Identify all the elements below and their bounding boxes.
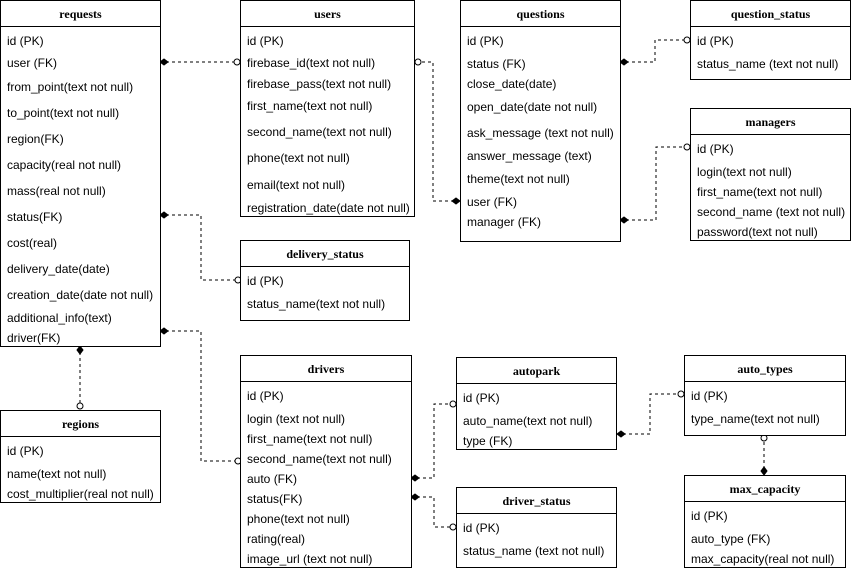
entity-field: id (PK) [247, 34, 284, 48]
entity-field: name(text not null) [7, 467, 107, 481]
entity-field: manager (FK) [467, 215, 542, 229]
entity-field: second_name (text not null) [697, 205, 846, 219]
entity-field: auto_name(text not null) [463, 414, 593, 428]
entity-field: phone(text not null) [247, 151, 350, 165]
entity-field: to_point(text not null) [7, 106, 120, 120]
relationship-drivers-auto [410, 400, 457, 482]
entity-field: additional_info(text) [7, 311, 112, 325]
entity-field: id (PK) [467, 34, 504, 48]
entity-regions: regions id (PK) name(text not null) cost_mu… [0, 410, 161, 503]
entity-field: auto_type (FK) [691, 532, 771, 546]
entity-field: user (FK) [7, 56, 58, 70]
entity-field: firebase_id(text not null) [247, 56, 376, 70]
entity-field: second_name(text not null) [247, 125, 392, 139]
entity-field: status (FK) [467, 57, 526, 71]
entity-field: rating(real) [247, 532, 306, 546]
entity-managers: managers id (PK) login(text not null) first… [690, 108, 851, 241]
entity-field: type (FK) [463, 434, 513, 448]
entity-autopark: autopark id (PK) auto_name(text not null) t… [456, 357, 617, 450]
entity-requests: requests id (PK) user (FK) from_point(text … [0, 0, 161, 347]
entity-title: regions [1, 411, 160, 437]
entity-field: status(FK) [7, 210, 63, 224]
entity-title: driver_status [457, 488, 616, 514]
entity-questions: questions id (PK) status (FK) close_date(da… [460, 0, 621, 242]
entity-field: id (PK) [7, 34, 44, 48]
entity-field: max_capacity(real not null) [691, 552, 835, 566]
entity-field: phone(text not null) [247, 512, 350, 526]
relationship-drivers-status [410, 493, 457, 531]
relationship-autopark-type [616, 390, 685, 438]
entity-field: id (PK) [697, 142, 734, 156]
entity-title: questions [461, 1, 620, 27]
entity-field: id (PK) [463, 521, 500, 535]
entity-title: drivers [241, 356, 411, 382]
entity-field: image_url (text not null) [247, 552, 373, 566]
entity-title: max_capacity [685, 476, 845, 502]
entity-title: auto_types [685, 356, 845, 382]
entity-field: email(text not null) [247, 178, 346, 192]
entity-field: region(FK) [7, 132, 64, 146]
entity-field: registration_date(date not null) [247, 201, 410, 215]
entity-field: auto (FK) [247, 472, 298, 486]
entity-field: login(text not null) [697, 165, 792, 179]
entity-field: id (PK) [247, 274, 284, 288]
relationship-questions-manager [619, 143, 691, 224]
entity-field: first_name(text not null) [697, 185, 823, 199]
relationship-questions-user [414, 58, 461, 205]
entity-field: id (PK) [691, 389, 728, 403]
entity-field: first_name(text not null) [247, 432, 373, 446]
entity-field: from_point(text not null) [7, 80, 134, 94]
relationship-requests-driver [159, 327, 242, 465]
entity-field: status_name (text not null) [697, 57, 839, 71]
relationship-questions-status [619, 36, 691, 66]
entity-field: status(FK) [247, 492, 303, 506]
entity-field: theme(text not null) [467, 172, 570, 186]
entity-field: id (PK) [463, 391, 500, 405]
entity-field: delivery_date(date) [7, 262, 110, 276]
entity-field: creation_date(date not null) [7, 288, 154, 302]
entity-field: firebase_pass(text not null) [247, 77, 392, 91]
entity-field: close_date(date) [467, 77, 557, 91]
entity-field: second_name(text not null) [247, 452, 392, 466]
entity-title: delivery_status [241, 241, 409, 267]
entity-field: ask_message (text not null) [467, 126, 614, 140]
entity-title: managers [691, 109, 850, 135]
entity-field: id (PK) [697, 34, 734, 48]
entity-field: id (PK) [691, 509, 728, 523]
entity-field: capacity(real not null) [7, 158, 122, 172]
entity-field: status_name(text not null) [247, 297, 386, 311]
entity-field: mass(real not null) [7, 184, 106, 198]
entity-field: driver(FK) [7, 331, 61, 345]
entity-field: id (PK) [247, 389, 284, 403]
entity-field: cost(real) [7, 236, 58, 250]
entity-field: password(text not null) [697, 225, 818, 239]
entity-field: open_date(date not null) [467, 100, 598, 114]
entity-field: first_name(text not null) [247, 99, 373, 113]
entity-field: answer_message (text) [467, 149, 592, 163]
entity-field: cost_multiplier(real not null) [7, 487, 154, 501]
relationship-requests-delivery-status [159, 211, 242, 284]
entity-field: type_name(text not null) [691, 412, 820, 426]
entity-users: users id (PK) firebase_id(text not null) fi… [240, 0, 415, 217]
entity-field: login (text not null) [247, 412, 346, 426]
entity-title: autopark [457, 358, 616, 384]
entity-field: id (PK) [7, 444, 44, 458]
entity-title: requests [1, 1, 160, 27]
entity-title: users [241, 1, 414, 27]
entity-drivers: drivers id (PK) login (text not null) first… [240, 355, 412, 568]
entity-field: user (FK) [467, 195, 518, 209]
entity-field: status_name (text not null) [463, 544, 605, 558]
entity-title: question_status [691, 1, 850, 27]
